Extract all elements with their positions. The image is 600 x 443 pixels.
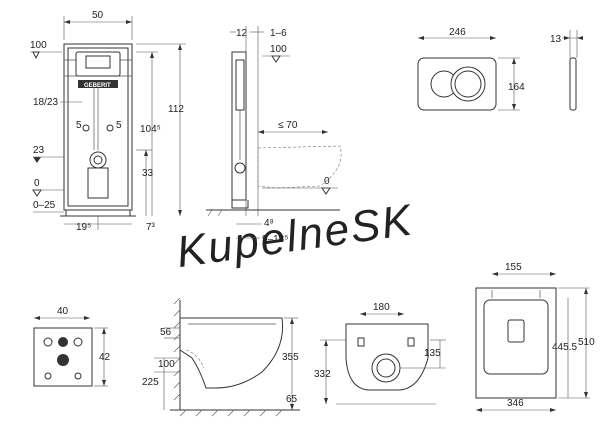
bowl-side-base-label: 225 (142, 377, 159, 388)
bowl-top-width-label: 346 (507, 398, 524, 409)
frame-level-top-label: 100 (30, 40, 47, 51)
toilet-bowl-top: 155 510 445.5 346 (475, 262, 595, 412)
toilet-bowl-side: 56 100 225 355 65 (142, 297, 300, 417)
side-reach-label: ≤ 70 (278, 120, 298, 131)
bowl-back-height-label: 332 (314, 369, 331, 380)
frame-level-zero-label: 0 (34, 178, 40, 189)
bowl-back-width-label: 180 (373, 302, 390, 313)
flush-plate-front: 246 164 (417, 27, 525, 111)
side-bottom-a-label: 4⁸ (264, 218, 274, 229)
side-bottom-b-label: 9–13⁵ (262, 234, 288, 245)
bowl-side-depth-label: 65 (286, 394, 298, 405)
bowl-side-height-label: 355 (282, 352, 299, 363)
mounting-plate-width-label: 40 (57, 306, 69, 317)
frame-bottom-right-label: 7³ (146, 222, 156, 233)
flush-plate-side: 13 (550, 30, 583, 111)
side-level-top-label: 100 (270, 44, 287, 55)
frame-height-inner-label: 104⁵ (140, 124, 161, 135)
mounting-plate-height-label: 42 (99, 352, 111, 363)
bowl-back-upper-label: 135 (424, 348, 441, 359)
frame-height-total-label: 112 (168, 104, 184, 115)
side-level-zero-label: 0 (324, 176, 330, 187)
frame-height-low-label: 33 (142, 168, 154, 179)
installation-frame-front: 50 100 GEBERIT 18/23 5 5 (30, 10, 186, 233)
frame-brand-text: GEBERIT (84, 83, 111, 89)
bowl-top-width-top-label: 155 (505, 262, 522, 273)
plate-depth-label: 13 (550, 34, 562, 45)
mounting-plate: 40 42 (33, 306, 111, 387)
frame-offset-left-label: 5 (76, 120, 82, 131)
bowl-top-length-label: 510 (578, 337, 595, 348)
bowl-side-top-label: 56 (160, 327, 172, 338)
plate-height-label: 164 (508, 82, 525, 93)
side-top-b-label: 1–6 (270, 28, 287, 39)
frame-level-mid-label: 23 (33, 145, 45, 156)
side-top-a-label: 12 (236, 28, 248, 39)
watermark-text: KupelneSK (174, 195, 417, 277)
installation-side-view: 12 1–6 100 ≤ 70 0 4⁸ 9–13⁵ (206, 26, 342, 245)
frame-spacing-label: 18/23 (33, 97, 58, 108)
toilet-bowl-back: 180 332 135 (314, 302, 446, 405)
bowl-side-inlet-label: 100 (158, 359, 175, 370)
plate-width-label: 246 (449, 27, 466, 38)
bowl-top-inner-label: 445.5 (552, 342, 577, 353)
frame-offset-right-label: 5 (116, 120, 122, 131)
frame-width-label: 50 (92, 10, 104, 21)
frame-floor-range-label: 0–25 (33, 200, 56, 211)
frame-bottom-left-label: 19⁵ (76, 222, 91, 233)
